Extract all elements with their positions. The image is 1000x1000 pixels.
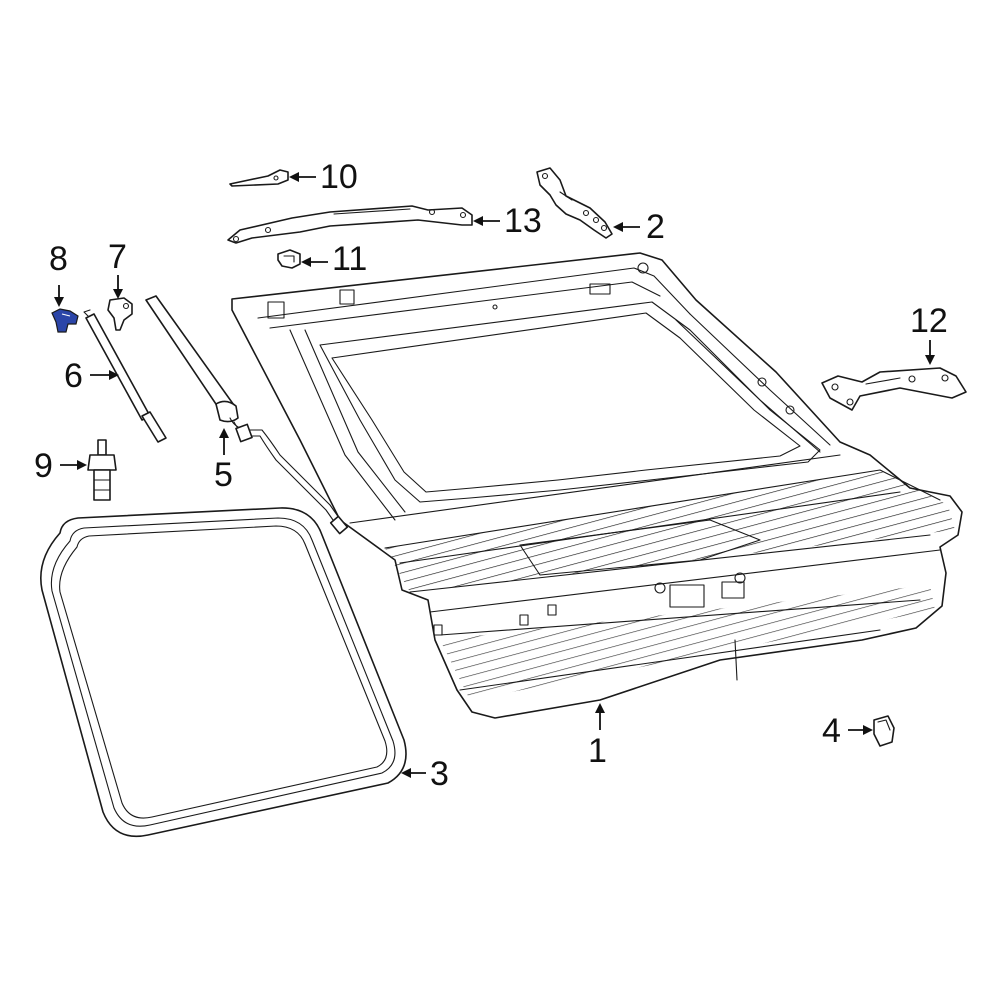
callout-8: 8: [49, 240, 68, 278]
callout-13: 13: [504, 202, 542, 240]
weatherstrip-seal[interactable]: [40, 507, 407, 837]
power-liftgate-strut[interactable]: [145, 295, 349, 535]
callout-2: 2: [646, 208, 665, 246]
trim-bracket[interactable]: [229, 169, 289, 187]
callout-9: 9: [34, 447, 53, 485]
callout-4: 4: [822, 712, 841, 750]
callout-labels: 1 2 3 4 5 6 7 8 9 10 11 12 13: [34, 158, 948, 793]
callout-leaders: [54, 172, 935, 778]
clip-nut[interactable]: [277, 249, 301, 269]
callout-5: 5: [214, 456, 233, 494]
bump-stop[interactable]: [873, 715, 895, 747]
callout-1: 1: [588, 732, 607, 770]
liftgate-panel[interactable]: [231, 252, 963, 719]
callout-6: 6: [64, 357, 83, 395]
strut-ball-stud[interactable]: [107, 297, 133, 331]
callout-11: 11: [332, 240, 367, 278]
callout-10: 10: [320, 158, 358, 196]
liftgate-bracket[interactable]: [821, 367, 967, 411]
header-reinforcement[interactable]: [227, 205, 473, 244]
highlighted-clip-part[interactable]: [51, 308, 79, 333]
liftgate-hinge[interactable]: [536, 167, 613, 239]
callout-3: 3: [430, 755, 449, 793]
gas-support-strut[interactable]: [83, 309, 167, 443]
ball-stud-pin[interactable]: [87, 439, 117, 501]
callout-7: 7: [108, 238, 127, 276]
callout-12: 12: [910, 302, 948, 340]
